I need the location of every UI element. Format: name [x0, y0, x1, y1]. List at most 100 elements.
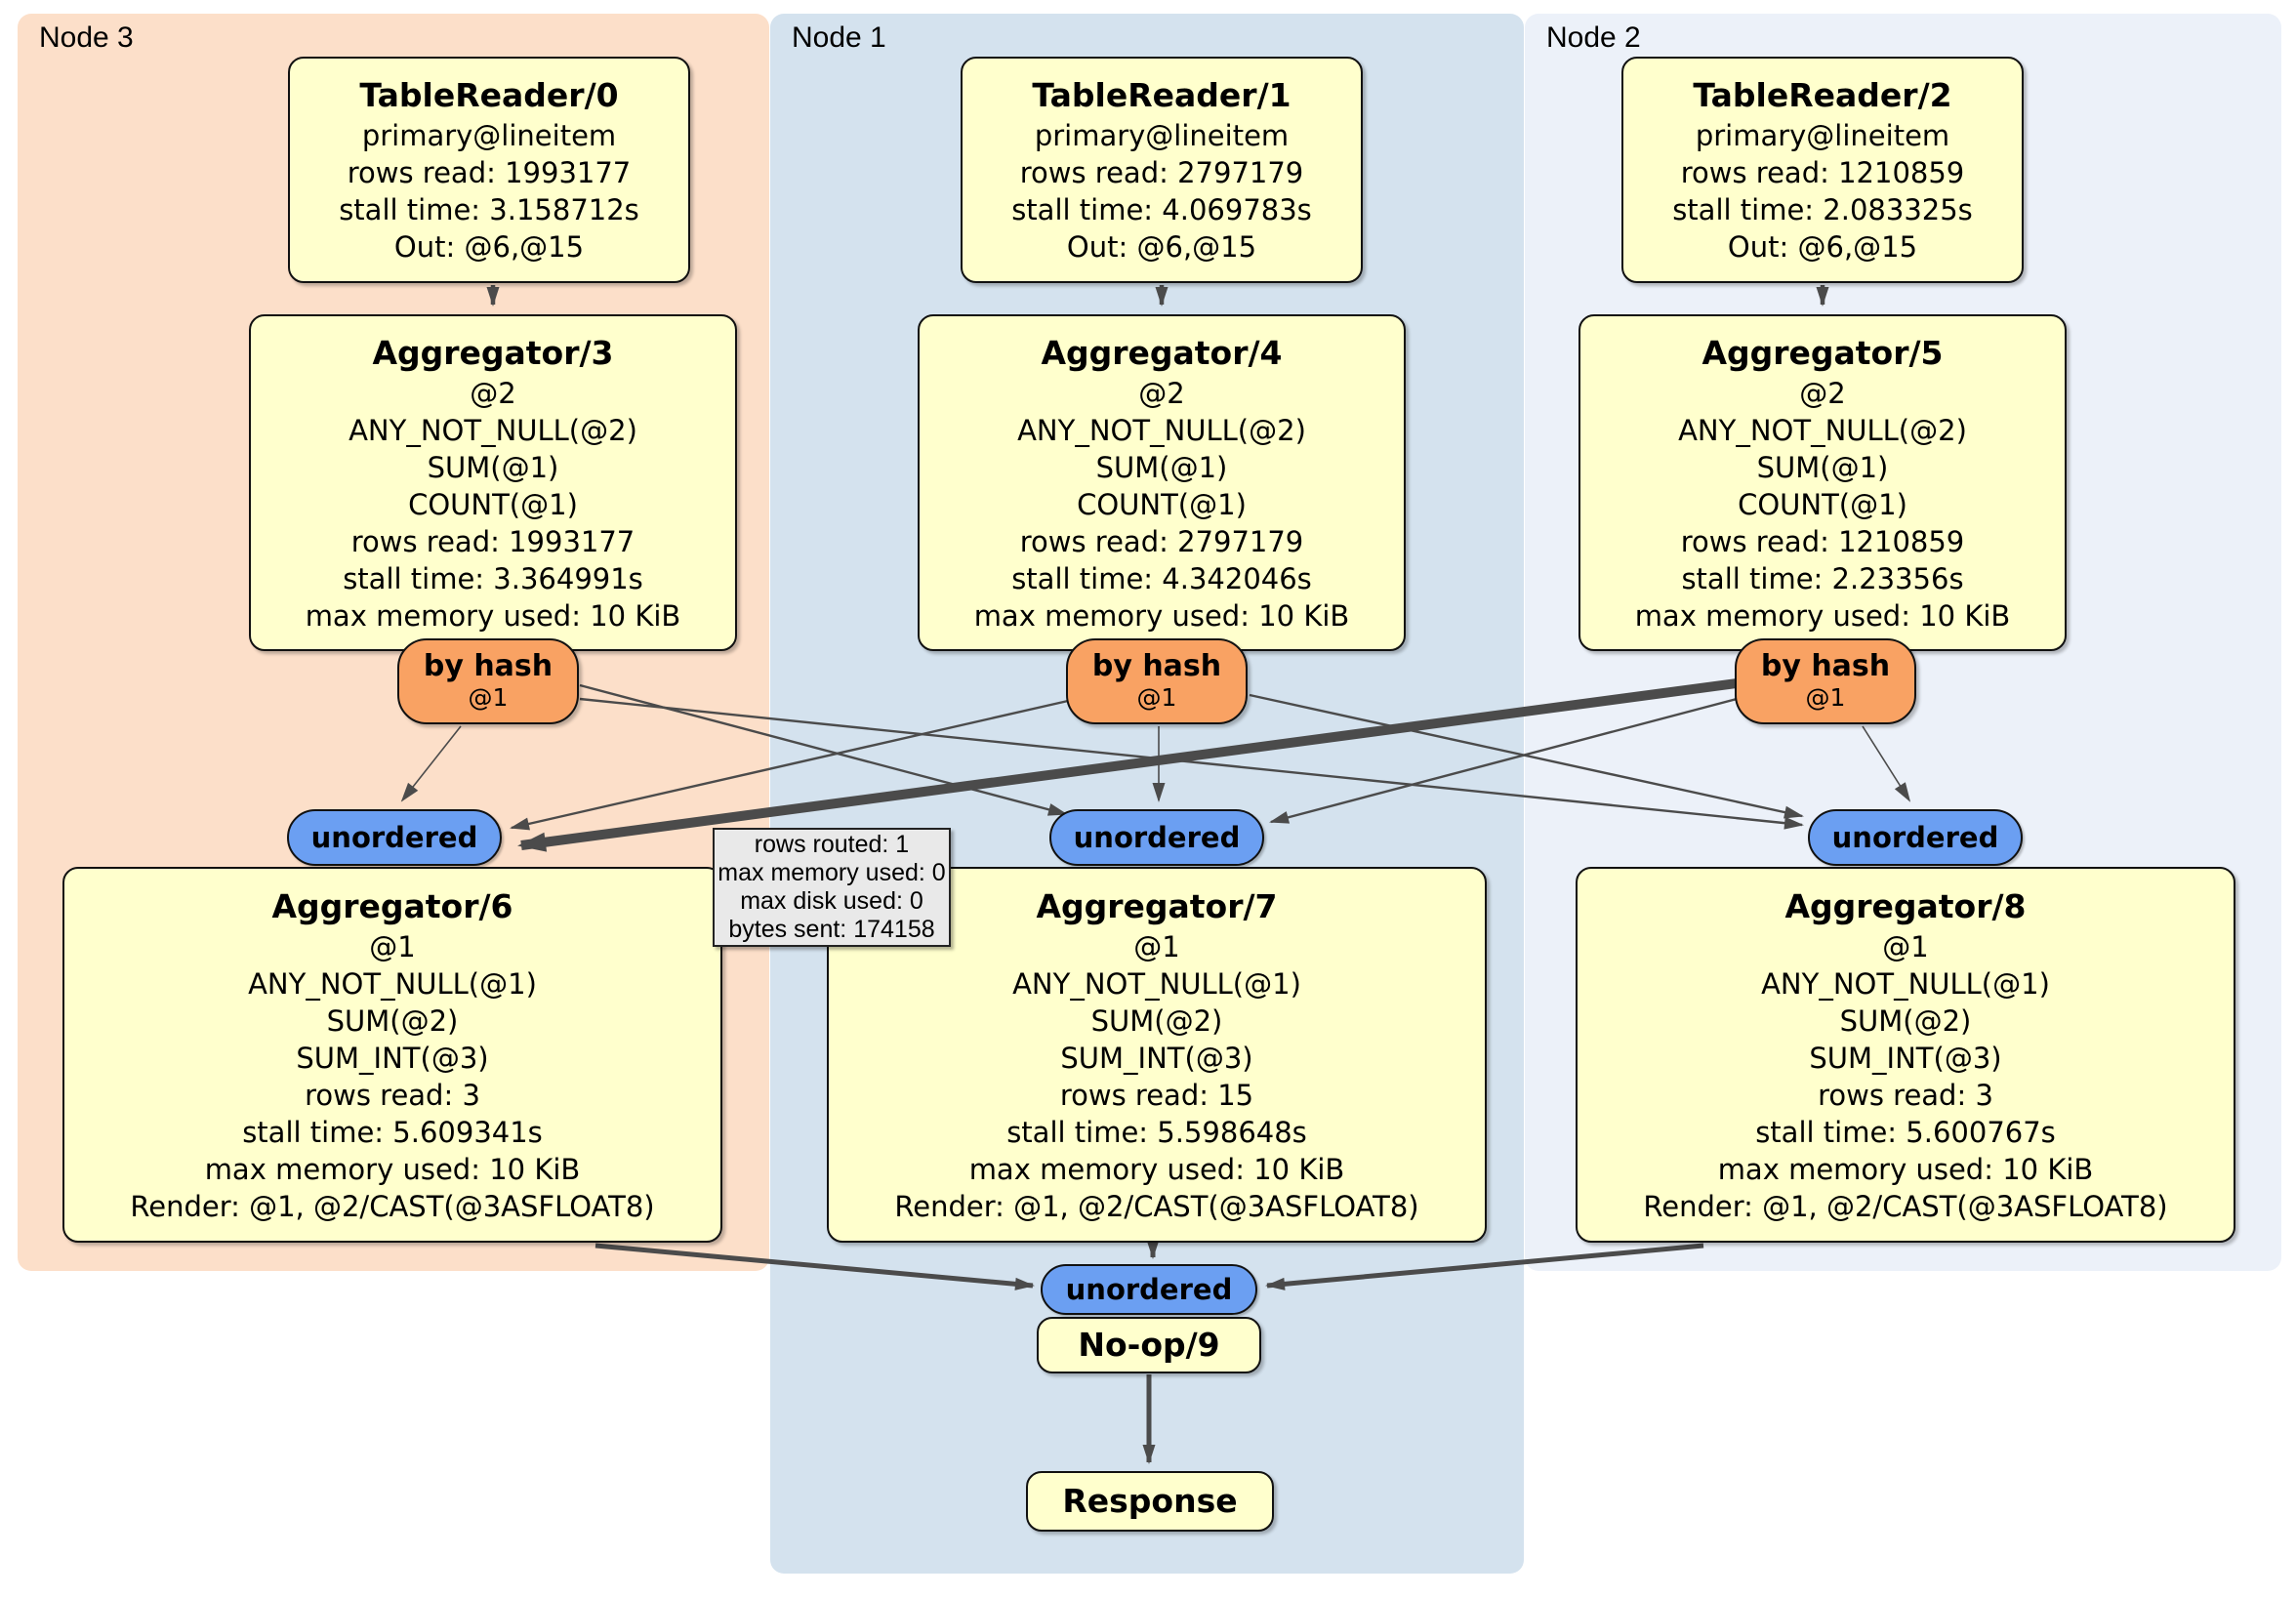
- processor-detail: ANY_NOT_NULL(@2): [348, 413, 637, 447]
- processor-detail: primary@lineitem: [1695, 119, 1950, 152]
- router-label: by hash: [1091, 649, 1222, 683]
- sync-label: unordered: [310, 821, 478, 854]
- processor-detail: ANY_NOT_NULL(@2): [1678, 413, 1967, 447]
- processor-aggregator-4[interactable]: Aggregator/4 @2 ANY_NOT_NULL(@2) SUM(@1)…: [918, 314, 1406, 651]
- processor-detail: COUNT(@1): [1738, 487, 1907, 521]
- processor-detail: rows read: 2797179: [1019, 156, 1304, 189]
- processor-detail: rows read: 1993177: [350, 524, 636, 558]
- router-columns: @1: [468, 683, 509, 712]
- processor-detail: @2: [470, 376, 516, 410]
- processor-detail: Out: @6,@15: [1066, 230, 1257, 264]
- processor-detail: rows read: 2797179: [1019, 524, 1304, 558]
- sync-unordered-6[interactable]: unordered: [287, 809, 502, 866]
- processor-title: Response: [1062, 1482, 1238, 1520]
- router-columns: @1: [1805, 683, 1846, 712]
- processor-detail: max memory used: 10 KiB: [968, 1152, 1345, 1186]
- sync-label: unordered: [1073, 821, 1241, 854]
- processor-detail: @2: [1138, 376, 1185, 410]
- processor-title: TableReader/2: [1693, 76, 1952, 114]
- processor-detail: Render: @1, @2/CAST(@3ASFLOAT8): [1643, 1189, 2168, 1223]
- processor-tablereader-1[interactable]: TableReader/1 primary@lineitem rows read…: [961, 57, 1363, 283]
- processor-aggregator-5[interactable]: Aggregator/5 @2 ANY_NOT_NULL(@2) SUM(@1)…: [1578, 314, 2067, 651]
- processor-detail: stall time: 5.598648s: [1006, 1115, 1307, 1149]
- processor-detail: SUM(@2): [326, 1003, 459, 1038]
- processor-detail: rows read: 1210859: [1680, 156, 1965, 189]
- processor-detail: SUM_INT(@3): [1809, 1041, 2002, 1075]
- processor-title: TableReader/0: [359, 76, 619, 114]
- processor-detail: stall time: 2.23356s: [1681, 561, 1964, 595]
- processor-detail: stall time: 2.083325s: [1672, 193, 1973, 226]
- tooltip-line: bytes sent: 174158: [728, 916, 935, 943]
- router-by-hash-4[interactable]: by hash @1: [1066, 638, 1248, 724]
- processor-detail: stall time: 5.609341s: [242, 1115, 543, 1149]
- processor-detail: @1: [1133, 929, 1180, 963]
- processor-tablereader-2[interactable]: TableReader/2 primary@lineitem rows read…: [1621, 57, 2024, 283]
- router-label: by hash: [1760, 649, 1891, 683]
- processor-detail: rows read: 3: [1818, 1078, 1993, 1112]
- sync-label: unordered: [1831, 821, 1999, 854]
- processor-detail: SUM_INT(@3): [296, 1041, 489, 1075]
- processor-detail: SUM(@1): [427, 450, 559, 484]
- processor-detail: Out: @6,@15: [1727, 230, 1918, 264]
- processor-detail: stall time: 5.600767s: [1755, 1115, 2056, 1149]
- processor-title: No-op/9: [1078, 1326, 1220, 1364]
- processor-detail: SUM(@2): [1839, 1003, 1972, 1038]
- processor-detail: ANY_NOT_NULL(@2): [1017, 413, 1306, 447]
- processor-title: Aggregator/3: [372, 333, 614, 372]
- processor-detail: SUM_INT(@3): [1060, 1041, 1253, 1075]
- processor-detail: stall time: 3.364991s: [343, 561, 643, 595]
- processor-detail: Render: @1, @2/CAST(@3ASFLOAT8): [130, 1189, 655, 1223]
- processor-detail: COUNT(@1): [408, 487, 578, 521]
- node1-label: Node 1: [792, 21, 886, 54]
- processor-title: TableReader/1: [1032, 76, 1292, 114]
- processor-response[interactable]: Response: [1026, 1471, 1274, 1532]
- router-by-hash-3[interactable]: by hash @1: [397, 638, 579, 724]
- processor-detail: SUM(@1): [1756, 450, 1889, 484]
- processor-detail: Out: @6,@15: [393, 230, 585, 264]
- processor-detail: max memory used: 10 KiB: [973, 598, 1350, 633]
- processor-detail: stall time: 3.158712s: [339, 193, 639, 226]
- processor-detail: SUM(@1): [1095, 450, 1228, 484]
- processor-detail: max memory used: 10 KiB: [1717, 1152, 2094, 1186]
- processor-detail: primary@lineitem: [361, 119, 617, 152]
- router-by-hash-5[interactable]: by hash @1: [1735, 638, 1916, 724]
- stream-stats-tooltip: rows routed: 1 max memory used: 0 max di…: [713, 828, 951, 947]
- processor-noop-9[interactable]: No-op/9: [1037, 1317, 1261, 1373]
- tooltip-line: rows routed: 1: [754, 831, 910, 858]
- sync-unordered-7[interactable]: unordered: [1049, 809, 1264, 866]
- sync-unordered-final[interactable]: unordered: [1041, 1264, 1257, 1315]
- processor-detail: @2: [1799, 376, 1846, 410]
- processor-detail: max memory used: 10 KiB: [204, 1152, 581, 1186]
- processor-aggregator-3[interactable]: Aggregator/3 @2 ANY_NOT_NULL(@2) SUM(@1)…: [249, 314, 737, 651]
- node3-label: Node 3: [39, 21, 134, 54]
- router-columns: @1: [1136, 683, 1177, 712]
- processor-detail: ANY_NOT_NULL(@1): [248, 966, 537, 1001]
- sync-unordered-8[interactable]: unordered: [1808, 809, 2023, 866]
- processor-detail: ANY_NOT_NULL(@1): [1761, 966, 2050, 1001]
- processor-detail: @1: [1882, 929, 1929, 963]
- processor-detail: max memory used: 10 KiB: [1634, 598, 2011, 633]
- processor-title: Aggregator/5: [1702, 333, 1944, 372]
- sync-label: unordered: [1065, 1273, 1233, 1306]
- processor-detail: @1: [369, 929, 416, 963]
- processor-tablereader-0[interactable]: TableReader/0 primary@lineitem rows read…: [288, 57, 690, 283]
- processor-detail: stall time: 4.069783s: [1011, 193, 1312, 226]
- processor-aggregator-6[interactable]: Aggregator/6 @1 ANY_NOT_NULL(@1) SUM(@2)…: [62, 867, 722, 1243]
- processor-detail: rows read: 1993177: [347, 156, 632, 189]
- tooltip-line: max disk used: 0: [740, 887, 923, 915]
- processor-detail: COUNT(@1): [1077, 487, 1247, 521]
- processor-detail: SUM(@2): [1090, 1003, 1223, 1038]
- processor-detail: primary@lineitem: [1034, 119, 1290, 152]
- processor-detail: ANY_NOT_NULL(@1): [1012, 966, 1301, 1001]
- processor-aggregator-8[interactable]: Aggregator/8 @1 ANY_NOT_NULL(@1) SUM(@2)…: [1576, 867, 2235, 1243]
- node2-label: Node 2: [1546, 21, 1641, 54]
- router-label: by hash: [423, 649, 554, 683]
- processor-detail: max memory used: 10 KiB: [305, 598, 681, 633]
- processor-title: Aggregator/8: [1784, 886, 2027, 925]
- processor-detail: stall time: 4.342046s: [1011, 561, 1312, 595]
- processor-detail: rows read: 15: [1059, 1078, 1254, 1112]
- processor-title: Aggregator/7: [1036, 886, 1278, 925]
- processor-detail: rows read: 1210859: [1680, 524, 1965, 558]
